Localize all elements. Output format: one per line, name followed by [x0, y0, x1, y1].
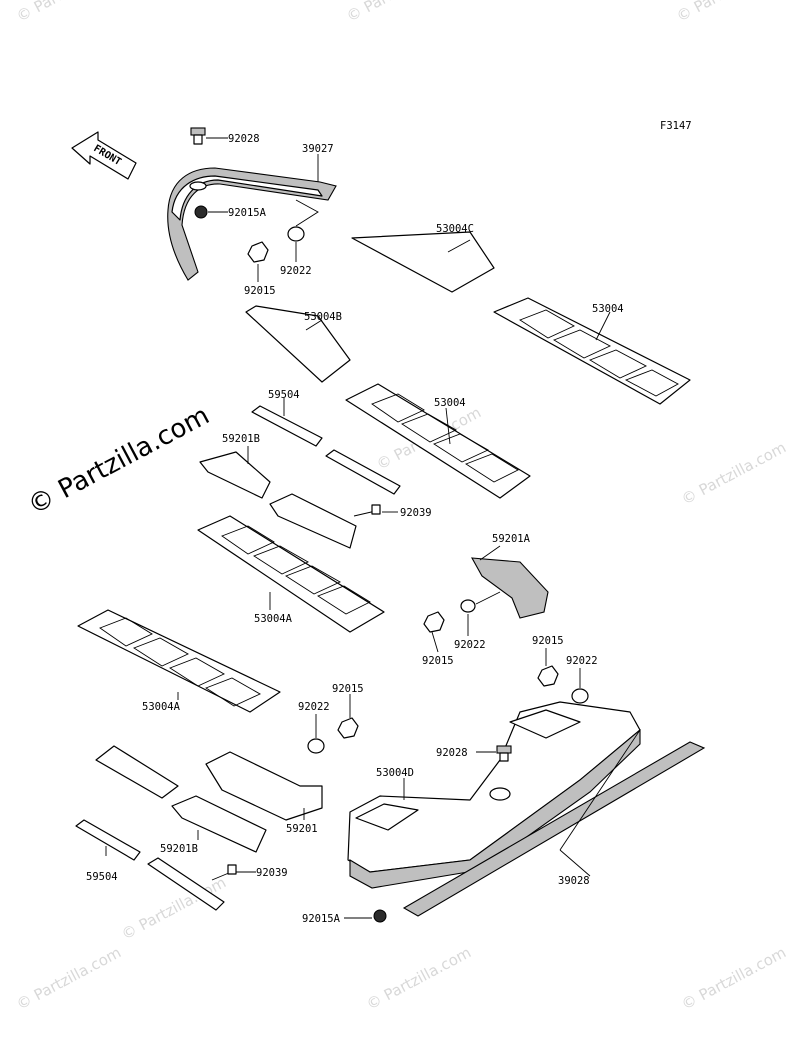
washer-92022-mid	[460, 599, 476, 613]
part-label: 92015A	[302, 913, 341, 925]
nut-92015-mid	[423, 611, 445, 633]
mat-53004-right	[493, 297, 691, 405]
part-label: 53004C	[436, 223, 474, 235]
strip-59504-lower-b	[147, 857, 225, 911]
grab-handle-39027	[167, 167, 337, 281]
part-label: 53004D	[376, 767, 414, 779]
part-label: 92022	[566, 655, 598, 667]
pad-53004c	[351, 231, 495, 293]
watermark-text: © Partzilla.com	[13, 943, 124, 1013]
part-label: 53004A	[254, 613, 293, 625]
strip-59504-lower-a	[75, 819, 141, 861]
nut-92015a-top	[194, 205, 208, 219]
part-label: 92028	[228, 133, 260, 145]
mat-53004-middle	[345, 383, 531, 499]
part-labels: 92028 39027 92015A 92022 92015 53004C 53…	[86, 133, 624, 925]
bolt-92028-bottom	[496, 745, 512, 762]
watermark-text: © Partzilla.com	[118, 873, 229, 943]
nut-92015a-bottom	[373, 909, 387, 923]
watermark-main: © Partzilla.com	[23, 400, 214, 521]
part-label: 59201A	[492, 533, 531, 545]
part-label: 53004B	[304, 311, 342, 323]
nut-92015-right	[537, 665, 559, 687]
watermark-text: © Partzilla.com	[363, 943, 474, 1013]
front-arrow: FRONT	[71, 131, 137, 180]
watermark-text: © Partzilla.com	[678, 943, 789, 1013]
part-label: 39027	[302, 143, 334, 155]
nut-92015-top	[247, 241, 269, 263]
part-label: 59504	[268, 389, 300, 401]
part-label: 59201B	[160, 843, 198, 855]
watermark-text: © Partzilla.com	[13, 0, 124, 26]
cover-59201b-lower-a	[95, 745, 179, 799]
part-label: 92039	[256, 867, 288, 879]
part-label: 92015	[244, 285, 276, 297]
nut-92015-center	[337, 717, 359, 739]
washer-92022-right	[571, 688, 589, 704]
part-label: 59201B	[222, 433, 260, 445]
part-label: 92028	[436, 747, 468, 759]
part-label: 92015A	[228, 207, 267, 219]
watermark-text: © Partzilla.com	[343, 0, 454, 26]
mat-53004a-lower	[77, 609, 281, 713]
part-label: 53004	[592, 303, 624, 315]
handle-59201a	[471, 557, 549, 619]
part-label: 92022	[298, 701, 330, 713]
pad-53004b	[245, 305, 351, 383]
bolt-92028-top	[190, 127, 206, 145]
part-label: 53004A	[142, 701, 181, 713]
part-label: 53004	[434, 397, 466, 409]
part-label: 92039	[400, 507, 432, 519]
leader-lines	[105, 137, 641, 919]
washer-92022-top	[287, 226, 305, 242]
strip-59504-upper	[251, 405, 401, 495]
part-label: 59504	[86, 871, 118, 883]
part-label: 92015	[332, 683, 364, 695]
watermark-text: © Partzilla.com	[678, 438, 789, 508]
part-label: 92022	[280, 265, 312, 277]
pin-92039-lower	[211, 864, 237, 881]
part-label: 59201	[286, 823, 318, 835]
figure-code: F3147	[660, 120, 692, 132]
part-label: 92022	[454, 639, 486, 651]
watermark-text: © Partzilla.com	[673, 0, 784, 26]
handle-59201	[205, 751, 323, 821]
part-label: 92015	[422, 655, 454, 667]
washer-92022-center	[307, 738, 325, 754]
mat-53004a-middle	[197, 515, 385, 633]
cover-59201b-upper	[199, 451, 357, 549]
part-label: 39028	[558, 875, 590, 887]
part-label: 92015	[532, 635, 564, 647]
cover-59201b-lower	[171, 795, 267, 853]
pin-92039-upper	[353, 504, 381, 517]
